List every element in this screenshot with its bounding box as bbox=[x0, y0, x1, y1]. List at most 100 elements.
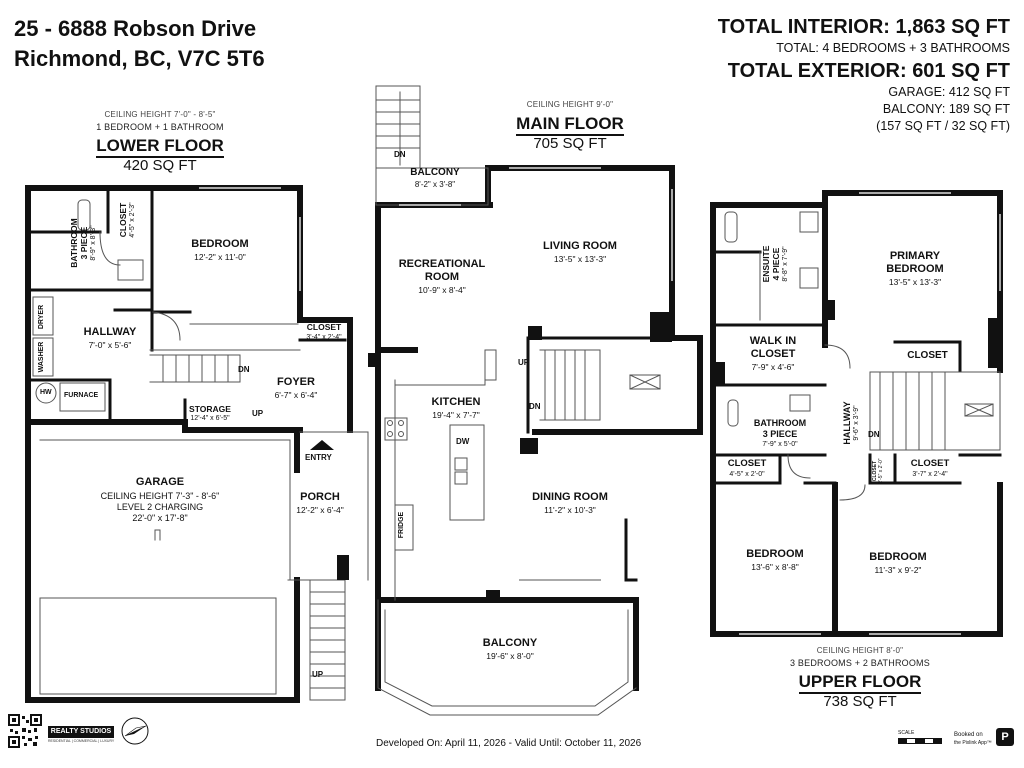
foyer-size: 6'-7" x 6'-4" bbox=[274, 390, 318, 400]
total-exterior: TOTAL EXTERIOR: 601 SQ FT bbox=[727, 60, 1010, 82]
lower-summary: 1 BEDROOM + 1 BATHROOM bbox=[96, 122, 224, 132]
upper-floor-title: UPPER FLOOR bbox=[780, 672, 940, 694]
kitchen-label: KITCHEN bbox=[431, 396, 481, 408]
dining-room-label: DINING ROOM bbox=[532, 491, 608, 503]
upper-hallway-label: HALLWAY bbox=[842, 401, 852, 445]
upper-dn-label: DN bbox=[868, 430, 880, 439]
balcony-area: BALCONY: 189 SQ FT bbox=[882, 102, 1010, 116]
bedroom-b-label: BEDROOM bbox=[869, 551, 927, 563]
main-dn-label: DN bbox=[529, 402, 541, 411]
scale-label: SCALE bbox=[898, 730, 915, 736]
garage-ceiling: CEILING HEIGHT 7'-3" - 8'-6" bbox=[100, 491, 220, 501]
recreational-size: 10'-9" x 8'-4" bbox=[418, 285, 466, 295]
ensuite-block: ENSUITE 4 PIECE 8'-8" x 7'-9" bbox=[761, 235, 797, 293]
main-up-label: UP bbox=[518, 358, 530, 367]
main-balcony-top-label: BALCONY bbox=[410, 167, 460, 178]
upper-bathroom-size: 7'-9" x 5'-0" bbox=[762, 441, 798, 448]
lower-up-label: UP bbox=[252, 409, 264, 418]
lower-closet-label: CLOSET bbox=[118, 202, 128, 238]
lower-bathroom-block: BATHROOM 3 PIECE 8'-9" x 8'-3" bbox=[69, 208, 105, 278]
ensuite-size: 8'-8" x 7'-9" bbox=[782, 246, 789, 282]
walkin-label-2: CLOSET bbox=[750, 348, 796, 360]
upper-hallway-size: 9'-6" x 3'-9" bbox=[853, 405, 860, 441]
washer-label: WASHER bbox=[38, 341, 45, 373]
lower-bedroom-size: 12'-2" x 11'-0" bbox=[194, 252, 246, 262]
lower-closet-block: CLOSET 4'-5" x 2'-3" bbox=[118, 197, 142, 243]
total-interior: TOTAL INTERIOR: 1,863 SQ FT bbox=[717, 16, 1010, 38]
lower-floor-area: 420 SQ FT bbox=[123, 157, 197, 174]
closet-c-size: 2'-5" x 2'-0" bbox=[878, 458, 884, 484]
main-floor-area: 705 SQ FT bbox=[533, 135, 607, 152]
porch-label: PORCH bbox=[300, 491, 340, 503]
closet-c-block: CLOSET 2'-5" x 2'-0" bbox=[872, 458, 890, 484]
lower-closet2-size: 3'-4" x 2'-4" bbox=[306, 334, 342, 341]
brand-logo: REALTY STUDIOS bbox=[48, 726, 114, 738]
closet-a-size: 4'-5" x 2'-0" bbox=[729, 471, 765, 478]
main-balcony-size: 19'-6" x 8'-0" bbox=[486, 651, 534, 661]
lower-hallway-size: 7'-0" x 5'-6" bbox=[88, 340, 132, 350]
primary-bedroom-label-1: PRIMARY bbox=[889, 250, 941, 262]
furnace-label: FURNACE bbox=[64, 392, 99, 399]
upper-floor-area: 738 SQ FT bbox=[823, 693, 897, 710]
main-balcony-label: BALCONY bbox=[482, 637, 538, 649]
scale-bar bbox=[898, 738, 942, 744]
primary-bedroom-size: 13'-5" x 13'-3" bbox=[888, 277, 942, 287]
bedroom-a-size: 13'-6" x 8'-8" bbox=[751, 562, 799, 572]
bedroom-a-label: BEDROOM bbox=[746, 548, 804, 560]
porch-up-label: UP bbox=[312, 670, 324, 679]
lower-bathroom-size: 8'-9" x 8'-3" bbox=[90, 225, 97, 261]
garage-area: GARAGE: 412 SQ FT bbox=[888, 85, 1010, 99]
developed-date: Developed On: April 11, 2026 - Valid Unt… bbox=[376, 738, 642, 749]
fridge-label: FRIDGE bbox=[398, 511, 405, 539]
closet-b-size: 3'-7" x 2'-4" bbox=[912, 471, 948, 478]
address-line-1: 25 - 6888 Robson Drive bbox=[14, 16, 257, 41]
lower-floor-title: LOWER FLOOR bbox=[85, 136, 235, 158]
bedroom-b-size: 11'-3" x 9'-2" bbox=[874, 565, 922, 575]
total-rooms: TOTAL: 4 BEDROOMS + 3 BATHROOMS bbox=[776, 41, 1010, 55]
address-line-2: Richmond, BC, V7C 5T6 bbox=[14, 46, 265, 71]
walkin-label-1: WALK IN bbox=[749, 335, 797, 347]
living-room-size: 13'-5" x 13'-3" bbox=[553, 254, 607, 264]
lower-bedroom-label: BEDROOM bbox=[191, 238, 249, 250]
lower-closet2-label: CLOSET bbox=[306, 322, 342, 332]
entry-arrow bbox=[310, 440, 334, 450]
upper-bathroom-label: BATHROOM bbox=[753, 418, 807, 428]
balcony-split: (157 SQ FT / 32 SQ FT) bbox=[876, 119, 1010, 133]
lower-ceiling: CEILING HEIGHT 7'-0" - 8'-5" bbox=[104, 110, 216, 119]
main-ceiling: CEILING HEIGHT 9'-0" bbox=[526, 100, 614, 109]
qr-code-icon bbox=[8, 714, 42, 748]
pixlink-app-icon: P bbox=[996, 728, 1014, 746]
booked-app-label: the Pixlink App™ bbox=[954, 740, 992, 746]
foyer-label: FOYER bbox=[277, 376, 315, 388]
upper-ceiling: CEILING HEIGHT 8'-0" bbox=[816, 646, 904, 655]
lower-bathroom-pieces: 3 PIECE bbox=[79, 226, 89, 260]
main-balcony-top-size: 8'-2" x 3'-8" bbox=[414, 180, 456, 189]
dishwasher-label: DW bbox=[456, 437, 470, 446]
dryer-label: DRYER bbox=[38, 304, 45, 330]
garage-label: GARAGE bbox=[135, 476, 185, 488]
entry-label: ENTRY bbox=[305, 453, 332, 462]
garage-size: 22'-0" x 17'-8" bbox=[132, 513, 188, 523]
lower-dn-label: DN bbox=[238, 365, 250, 374]
north-arrow-icon bbox=[120, 716, 150, 746]
primary-bedroom-label-2: BEDROOM bbox=[886, 263, 944, 275]
ensuite-pieces: 4 PIECE bbox=[771, 247, 781, 281]
booked-on-label: Booked on bbox=[954, 732, 983, 738]
closet-b-label: CLOSET bbox=[910, 458, 950, 469]
main-dn-top-label: DN bbox=[394, 150, 406, 159]
lower-closet-size: 4'-5" x 2'-3" bbox=[129, 202, 136, 238]
walkin-size: 7'-9" x 4'-6" bbox=[751, 362, 795, 372]
living-room-label: LIVING ROOM bbox=[543, 240, 617, 252]
lower-bathroom-label: BATHROOM bbox=[69, 218, 79, 268]
storage-label: STORAGE bbox=[189, 404, 231, 414]
porch-size: 12'-2" x 6'-4" bbox=[296, 505, 344, 515]
upper-bathroom-pieces: 3 PIECE bbox=[762, 429, 798, 439]
recreational-label-1: RECREATIONAL bbox=[398, 258, 486, 270]
recreational-label-2: ROOM bbox=[424, 271, 460, 283]
hw-label: HW bbox=[40, 389, 52, 396]
closet-a-label: CLOSET bbox=[727, 458, 767, 469]
lower-hallway-label: HALLWAY bbox=[83, 326, 137, 338]
primary-closet-label: CLOSET bbox=[907, 350, 948, 361]
storage-size: 12'-4" x 6'-5" bbox=[190, 415, 230, 422]
